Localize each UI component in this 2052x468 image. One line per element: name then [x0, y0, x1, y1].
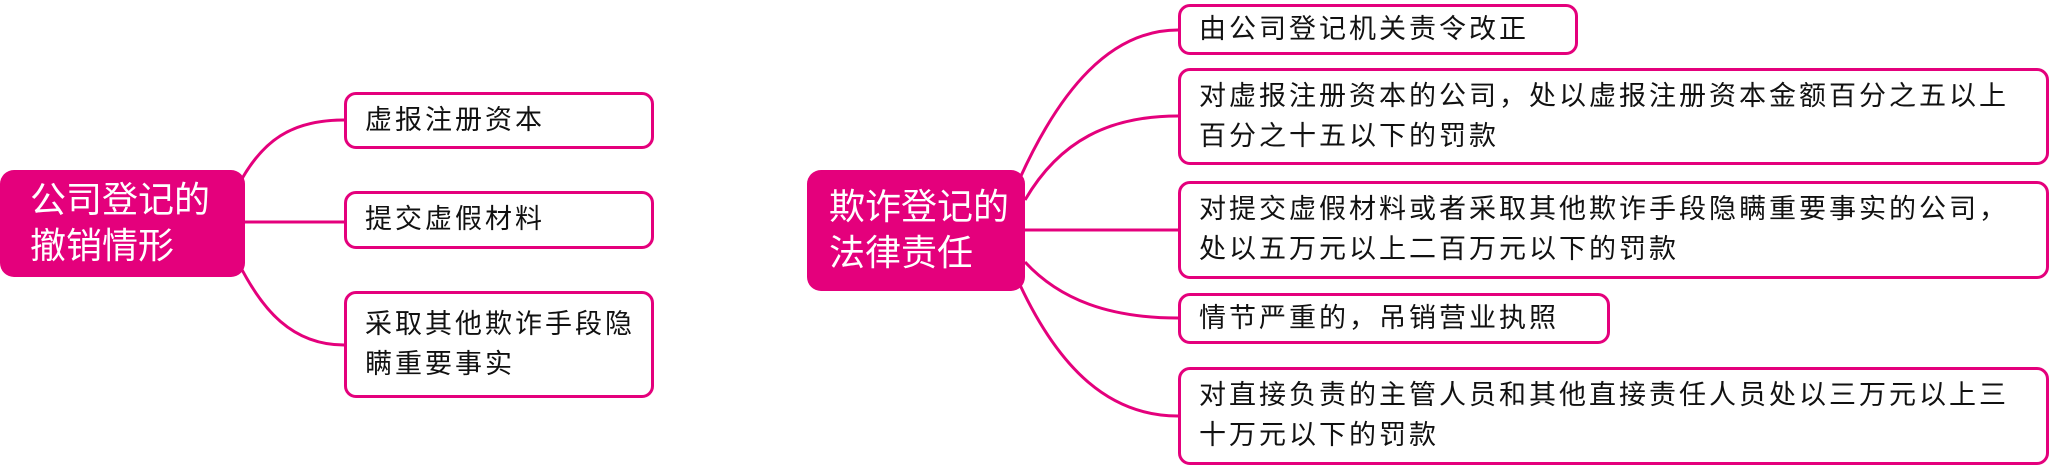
leaf-node: 采取其他欺诈手段隐瞒重要事实	[344, 291, 654, 398]
connector	[1018, 28, 1179, 179]
leaf-label: 对虚报注册资本的公司，处以虚报注册资本金额百分之五以上百分之十五以下的罚款	[1199, 80, 2009, 152]
leaf-label: 由公司登记机关责令改正	[1199, 13, 1529, 45]
root-label: 公司登记的撤销情形	[30, 179, 211, 267]
leaf-label: 虚报注册资本	[365, 104, 545, 136]
root-label: 欺诈登记的法律责任	[829, 186, 1010, 274]
leaf-label: 对直接负责的主管人员和其他直接责任人员处以三万元以上三十万元以下的罚款	[1199, 380, 2009, 451]
leaf-label: 采取其他欺诈手段隐瞒重要事实	[365, 308, 635, 380]
leaf-label: 提交虚假材料	[365, 204, 545, 235]
leaf-node: 对虚报注册资本的公司，处以虚报注册资本金额百分之五以上百分之十五以下的罚款	[1178, 68, 2049, 165]
connector	[236, 261, 345, 347]
connector	[1023, 260, 1179, 320]
leaf-node: 虚报注册资本	[344, 92, 654, 149]
connector	[236, 118, 345, 187]
leaf-node: 提交虚假材料	[344, 191, 654, 249]
leaf-label: 对提交虚假材料或者采取其他欺诈手段隐瞒重要事实的公司，处以五万元以上二百万元以下…	[1199, 194, 2009, 265]
root-node-revocation: 公司登记的撤销情形	[0, 170, 245, 277]
leaf-node: 情节严重的，吊销营业执照	[1178, 293, 1610, 344]
connector	[1018, 284, 1179, 418]
connector	[1023, 114, 1179, 201]
root-node-liability: 欺诈登记的法律责任	[807, 170, 1025, 291]
leaf-node: 对直接负责的主管人员和其他直接责任人员处以三万元以上三十万元以下的罚款	[1178, 367, 2049, 465]
leaf-node: 由公司登记机关责令改正	[1178, 4, 1578, 55]
leaf-node: 对提交虚假材料或者采取其他欺诈手段隐瞒重要事实的公司，处以五万元以上二百万元以下…	[1178, 181, 2049, 279]
leaf-label: 情节严重的，吊销营业执照	[1199, 302, 1559, 334]
